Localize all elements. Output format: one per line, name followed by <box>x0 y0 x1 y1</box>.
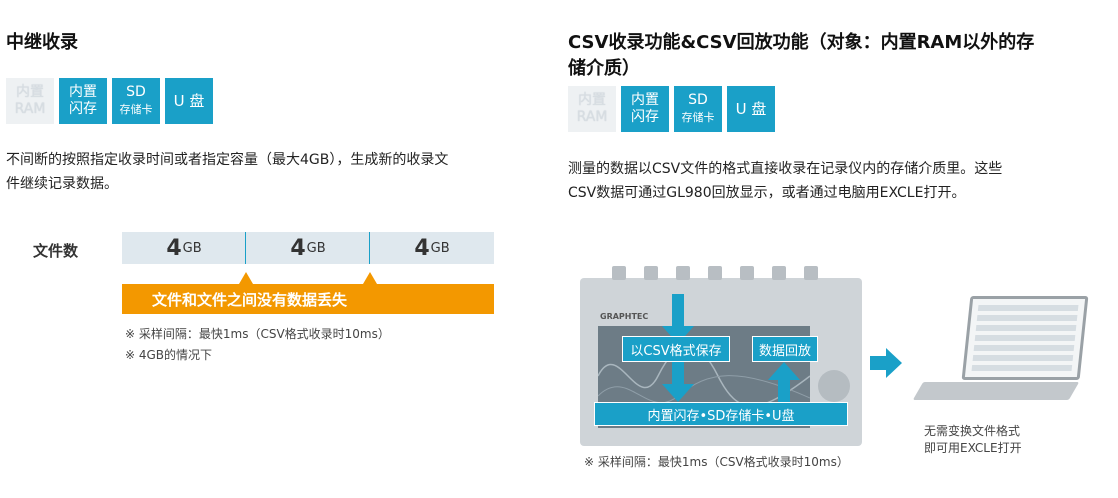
file-count-label: 文件数 <box>33 242 79 260</box>
arrow-down-icon <box>662 384 694 402</box>
dial-icon <box>818 370 850 402</box>
badge-sd-card: SD 存储卡 <box>674 86 722 132</box>
device-knob <box>804 266 818 280</box>
badge-usb: U 盘 <box>165 78 213 124</box>
arrow-shaft <box>672 362 684 386</box>
device-knob <box>708 266 722 280</box>
badge-usb: U 盘 <box>727 86 775 132</box>
arrow-up-icon <box>768 362 800 380</box>
laptop-icon <box>961 296 1089 380</box>
file-separator <box>369 232 370 264</box>
arrow-shaft <box>870 356 888 370</box>
device-knob <box>676 266 690 280</box>
description: 测量的数据以CSV文件的格式直接收录在记录仪内的存储介质里。这些 CSV数据可通… <box>568 161 1003 201</box>
arrow-right-icon <box>886 348 902 378</box>
device-knob <box>612 266 626 280</box>
description: 不间断的按照指定收录时间或者指定容量（最大4GB），生成新的收录文 件继续记录数… <box>6 152 449 192</box>
badge-sd-card: SD 存储卡 <box>112 78 160 124</box>
section-title: CSV收录功能&CSV回放功能（对象：内置RAM以外的存 储介质） <box>568 32 1035 79</box>
storage-badges: 内置 RAM 内置 闪存 SD 存储卡 U 盘 <box>568 86 1108 132</box>
data-playback-label: 数据回放 <box>752 336 818 362</box>
relay-recording-section: 中继收录 内置 RAM 内置 闪存 SD 存储卡 U 盘 不间断的按照指定收录时… <box>6 0 546 196</box>
badge-internal-ram: 内置 RAM <box>568 86 616 132</box>
badge-internal-ram: 内置 RAM <box>6 78 54 124</box>
device-knob <box>772 266 786 280</box>
note-4gb: ※ 4GB的情况下 <box>125 348 213 362</box>
device-knob <box>644 266 658 280</box>
section-title: 中继收录 <box>6 32 78 53</box>
badge-internal-flash: 内置 闪存 <box>59 78 107 124</box>
badge-internal-flash: 内置 闪存 <box>621 86 669 132</box>
storage-badges: 内置 RAM 内置 闪存 SD 存储卡 U 盘 <box>6 78 546 124</box>
boundary-pointer <box>363 272 377 284</box>
file-separator <box>245 232 246 264</box>
device-brand: GRAPHTEC <box>600 312 649 321</box>
arrow-shaft <box>672 294 684 328</box>
pc-caption: 无需变换文件格式 即可用EXCLE打开 <box>924 424 1022 455</box>
device-knob <box>740 266 754 280</box>
boundary-pointer <box>239 272 253 284</box>
arrow-shaft <box>778 380 790 402</box>
storage-media-label: 内置闪存•SD存储卡•U盘 <box>594 402 848 426</box>
csv-recording-section: CSV收录功能&CSV回放功能（对象：内置RAM以外的存 储介质） 内置 RAM… <box>568 0 1108 205</box>
laptop-keyboard <box>912 382 1080 400</box>
no-data-loss-bar: 文件和文件之间没有数据丢失 <box>122 284 494 314</box>
save-csv-label: 以CSV格式保存 <box>622 336 730 362</box>
note-sampling: ※ 采样间隔：最快1ms（CSV格式收录时10ms） <box>584 455 849 469</box>
note-sampling: ※ 采样间隔：最快1ms（CSV格式收录时10ms） <box>125 327 390 341</box>
